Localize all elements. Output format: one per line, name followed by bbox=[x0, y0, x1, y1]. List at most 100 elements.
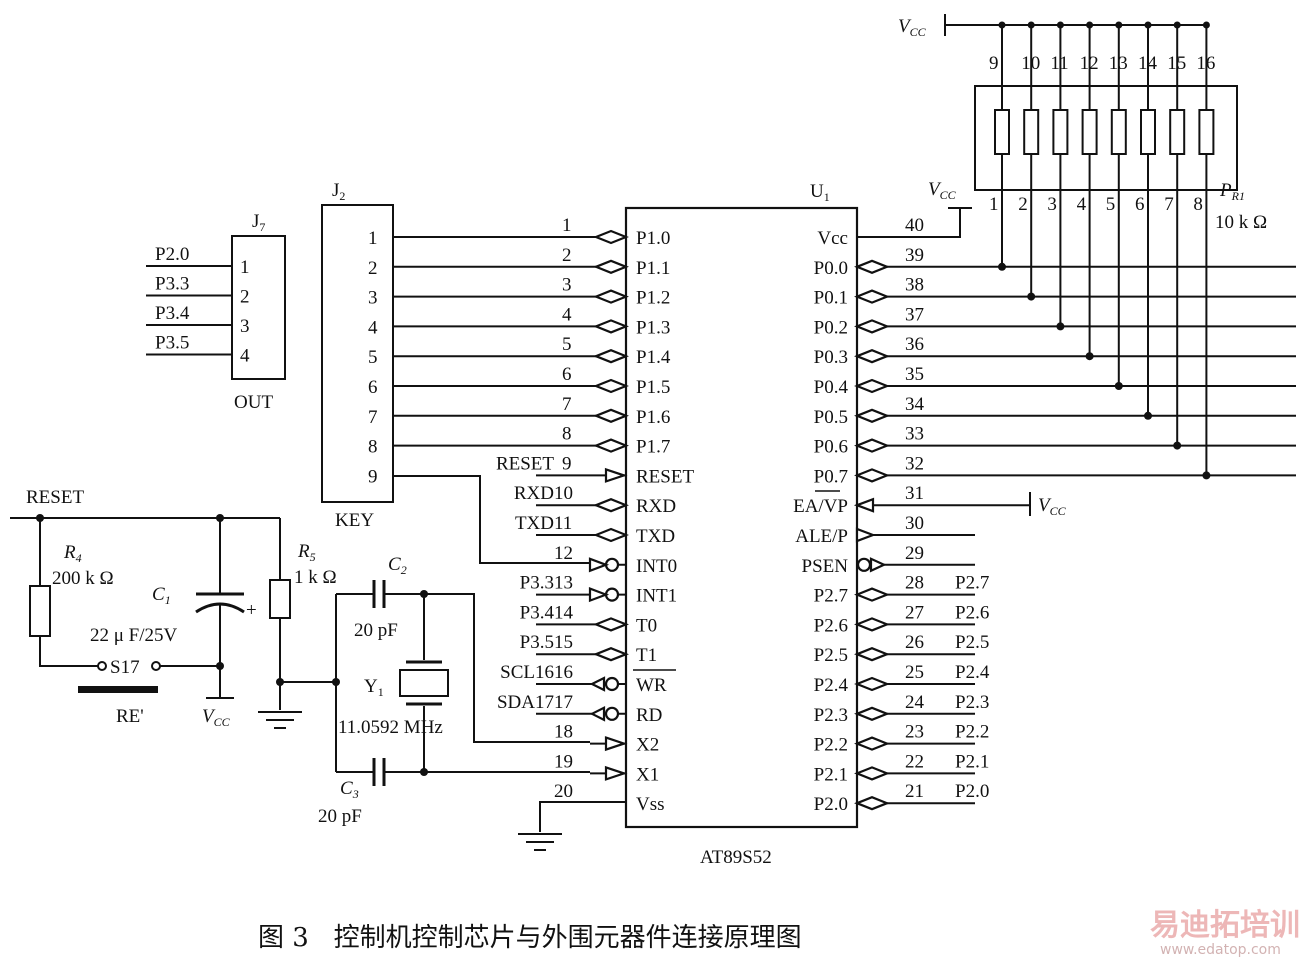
right-net-labels: P2.7P2.6P2.5P2.4P2.3P2.2P2.1P2.0 bbox=[955, 573, 990, 803]
left-net-label: SDA17 bbox=[497, 692, 554, 713]
resnet-bottom-pin: 4 bbox=[1077, 194, 1087, 215]
pin-number: 32 bbox=[905, 453, 924, 474]
pin-name: T0 bbox=[636, 615, 657, 636]
pin-name: P2.0 bbox=[814, 794, 848, 815]
pin-number: 14 bbox=[554, 602, 574, 623]
watermark-brand: 易迪拓培训 bbox=[1150, 908, 1300, 943]
bidir-arrow bbox=[854, 736, 890, 751]
j2-pin-number: 6 bbox=[368, 377, 378, 398]
y1-value: 11.0592 MHz bbox=[338, 717, 443, 738]
c1-vcc-label: VCC bbox=[202, 706, 231, 729]
pin-number: 38 bbox=[905, 275, 924, 296]
pin-number: 6 bbox=[562, 364, 572, 385]
j7-pin-number: 4 bbox=[240, 346, 250, 367]
r4-wire-bottom bbox=[39, 636, 98, 667]
resnet-bottom-pin: 2 bbox=[1018, 194, 1027, 215]
right-pin: P2.425 bbox=[814, 662, 975, 696]
right-pin: P0.7 32 bbox=[814, 453, 1296, 487]
r5-ref: R5 bbox=[297, 541, 316, 564]
right-net-label: P2.1 bbox=[955, 751, 989, 772]
resnet-top-pin: 14 bbox=[1138, 53, 1158, 74]
bidir-arrow bbox=[854, 587, 890, 602]
resnet-resistor bbox=[1023, 109, 1040, 155]
inverter-bubble bbox=[604, 706, 620, 721]
resnet-junction bbox=[1085, 352, 1094, 361]
pin-name: P0.1 bbox=[814, 288, 848, 309]
right-pin: P0.633 bbox=[814, 424, 1296, 458]
left-pin: T0 14 bbox=[536, 602, 657, 636]
pin-name: P0.0 bbox=[814, 258, 848, 279]
j2-pin-number: 4 bbox=[368, 317, 378, 338]
resnet-top-pin: 10 bbox=[1021, 53, 1040, 74]
resnet-element: 10 2 bbox=[1018, 21, 1040, 301]
left-net-label: P3.5 bbox=[520, 632, 554, 653]
pin-number: 15 bbox=[554, 632, 573, 653]
pin-name: ALE/P bbox=[795, 526, 848, 547]
pin-number: 22 bbox=[905, 751, 924, 772]
pin-number: 40 bbox=[905, 215, 924, 236]
bidir-arrow bbox=[854, 766, 890, 781]
right-pin: P2.627 bbox=[814, 602, 975, 636]
pin-name: P0.7 bbox=[814, 466, 848, 487]
right-pin: P0.237 bbox=[814, 304, 1296, 338]
resnet-top-pin: 13 bbox=[1109, 53, 1128, 74]
right-pin: P2.526 bbox=[814, 632, 975, 666]
right-pin: ALE/P30 bbox=[795, 513, 975, 547]
c1-ref: C1 bbox=[152, 584, 171, 607]
pin-name: P1.5 bbox=[636, 377, 670, 398]
pin-number: 24 bbox=[905, 692, 925, 713]
r4-value: 200 k Ω bbox=[52, 568, 114, 589]
pin31-vcc-label: VCC bbox=[1038, 495, 1067, 518]
pin-name: X1 bbox=[636, 764, 659, 785]
right-net-label: P2.7 bbox=[955, 573, 989, 594]
pin-number: 18 bbox=[554, 722, 573, 743]
pin-number: 39 bbox=[905, 245, 924, 266]
j7-pin-number: 2 bbox=[240, 287, 250, 308]
pin-number: 27 bbox=[905, 602, 924, 623]
pin-name: EA/VP bbox=[793, 496, 848, 517]
pin-name: RXD bbox=[636, 496, 676, 517]
pin-name: INT1 bbox=[636, 586, 677, 607]
bidir-arrow bbox=[854, 617, 890, 632]
resnet-bottom-pin: 1 bbox=[989, 194, 999, 215]
input-arrow bbox=[853, 497, 875, 513]
right-pin: P2.223 bbox=[814, 722, 975, 756]
left-pin: P1.45 bbox=[393, 334, 671, 368]
j2-pin-number: 9 bbox=[368, 466, 378, 487]
output-arrow bbox=[589, 706, 606, 722]
left-net-label: P3.3 bbox=[520, 573, 554, 594]
pin-number: 7 bbox=[562, 394, 572, 415]
right-net-label: P2.2 bbox=[955, 722, 989, 743]
pin-name: P2.1 bbox=[814, 764, 848, 785]
resnet-junction bbox=[1144, 411, 1152, 420]
bidir-arrow bbox=[593, 289, 629, 304]
right-pin: P0.0 39 bbox=[814, 245, 1296, 279]
reset-button-cap bbox=[78, 686, 158, 693]
pin-name: P2.5 bbox=[814, 645, 848, 666]
pin-number: 34 bbox=[905, 394, 925, 415]
resnet-element: 13 5 bbox=[1106, 21, 1128, 390]
pin-name: RD bbox=[636, 705, 662, 726]
c1-junction bbox=[216, 662, 224, 670]
resnet-junction bbox=[998, 262, 1006, 271]
figure-caption: 图 3 控制机控制芯片与外围元器件连接原理图 bbox=[258, 923, 802, 953]
j7-pin-number: 3 bbox=[240, 316, 250, 337]
s17-contact-left bbox=[97, 661, 107, 671]
j2-pin-number: 5 bbox=[368, 347, 378, 368]
bidir-arrow bbox=[854, 676, 890, 692]
resnet-bottom-pin: 5 bbox=[1106, 194, 1116, 215]
j2-connector-body bbox=[321, 204, 394, 503]
pin-number: 13 bbox=[554, 573, 573, 594]
pin40-vcc-label: VCC bbox=[928, 179, 957, 202]
inverter-bubble bbox=[604, 676, 620, 692]
